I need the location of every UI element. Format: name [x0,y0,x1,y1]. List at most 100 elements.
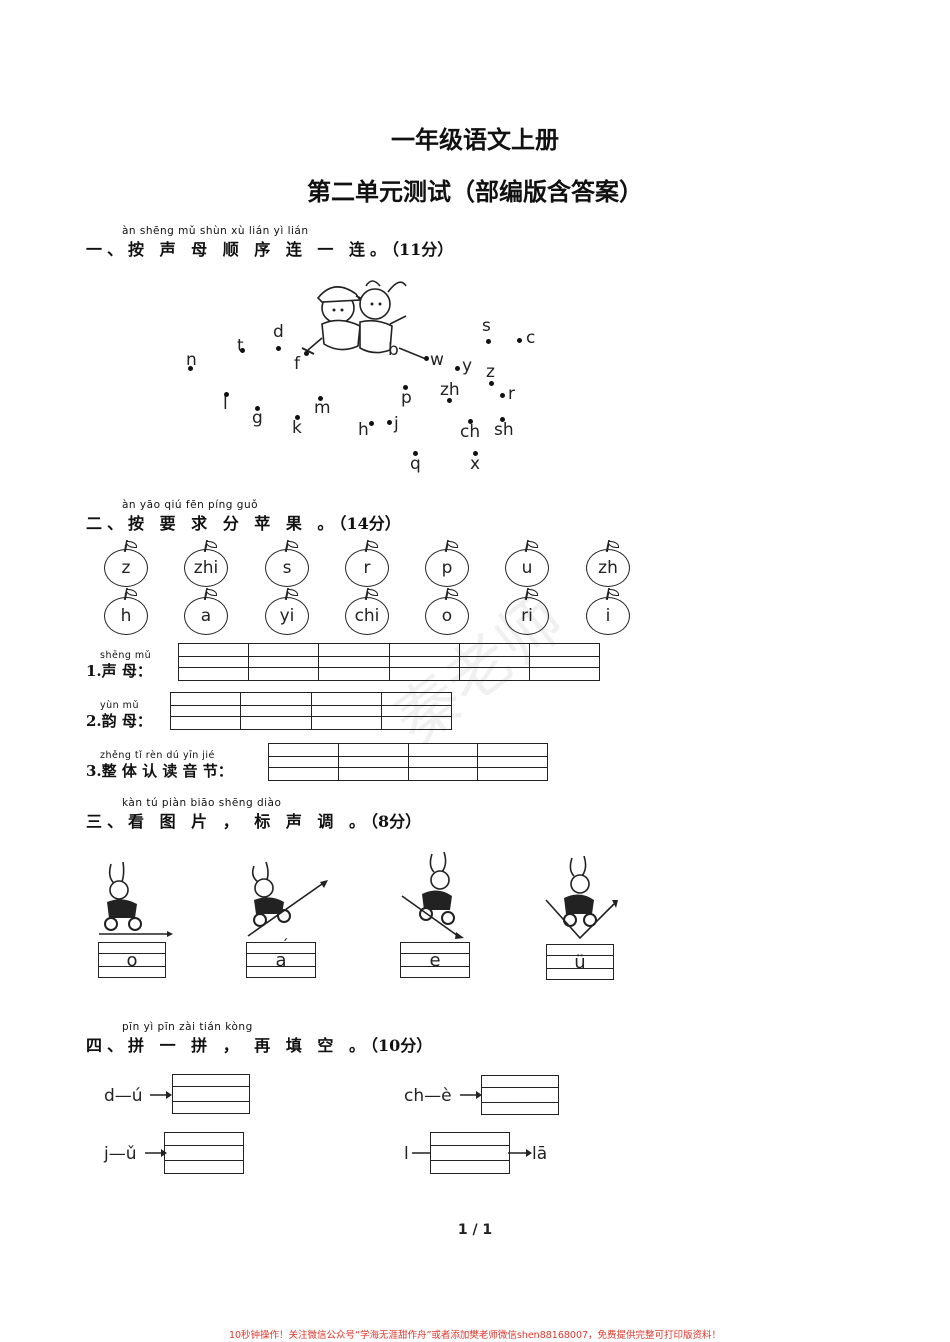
sub3-pinyin: zhěng tǐ rèn dú yīn jié [100,750,215,761]
apple-label: yi [279,606,295,626]
apple[interactable]: ri [505,587,549,635]
apple[interactable]: u [505,539,549,587]
apple[interactable]: zhi [184,539,228,587]
letter-dot [387,420,392,425]
letter-dot [500,417,505,422]
rabbit-dipping-tone-icon [545,856,618,940]
answer-box[interactable] [164,1132,244,1174]
letter-c: c [526,328,536,348]
letter-dot [276,346,281,351]
sub2-pinyin: yùn mǔ [100,700,139,711]
connect-line [412,1152,430,1154]
letter-g: g [252,408,263,428]
letter-dot [318,396,323,401]
letter-l: l [223,394,228,414]
apple[interactable]: s [265,539,309,587]
sub3-label: 3.整 体 认 读 音 节： [86,762,233,780]
answer-grid-initials[interactable] [178,643,600,681]
letter-dot [424,356,429,361]
grid-cell[interactable] [179,644,250,680]
rabbit-falling-tone-icon [401,852,464,939]
letter-d: d [273,322,284,342]
sub1-label: 1.声 母： [86,662,152,680]
section1-label: 一、按 声 母 顺 序 连 一 连。 [86,240,391,259]
arrow-icon [508,1149,532,1157]
rabbit-rising-tone-icon [247,861,328,937]
answer-box[interactable] [481,1075,559,1115]
letter-dot [403,385,408,390]
letter-p: p [401,388,412,408]
grid-cell[interactable] [389,644,460,680]
tone-box[interactable]: ü [546,944,614,980]
apple[interactable]: z [104,539,148,587]
letter-z: z [486,362,495,382]
grid-cell[interactable] [249,644,320,680]
letter-j: j [394,414,399,434]
section2-points: （14分） [338,514,401,533]
apple-label: s [282,558,292,578]
grid-cell[interactable] [408,744,479,780]
section2-heading: 二、按 要 求 分 苹 果 。（14分） [86,510,401,534]
letter-dot [369,421,374,426]
grid-cell[interactable] [269,744,339,780]
grid-cell[interactable] [529,644,600,680]
apple[interactable]: o [425,587,469,635]
letter-dot [500,393,505,398]
letter-ch: ch [460,422,481,442]
letter-q: q [410,454,421,474]
grid-cell[interactable] [478,744,547,780]
answer-grid-whole-syllables[interactable] [268,743,548,781]
letter-sh: sh [494,420,514,440]
apple[interactable]: a [184,587,228,635]
tone-box[interactable]: o [98,942,166,978]
apple[interactable]: zh [586,539,630,587]
tone-box-letter: o [126,949,138,971]
section4-pinyin: pīn yì pīn zài tián kòng [122,1021,253,1033]
tone-box-letter: ü [574,951,586,973]
spell-item-la: lā [532,1144,548,1164]
spell-item-du: d—ú [104,1086,143,1106]
grid-cell[interactable] [171,693,242,729]
grid-cell[interactable] [319,644,390,680]
letter-n: n [186,350,197,370]
grid-cell[interactable] [338,744,409,780]
arrow-icon [460,1091,482,1099]
answer-box[interactable] [172,1074,250,1114]
section3-pinyin: kàn tú piàn biāo shēng diào [122,797,282,809]
apple[interactable]: yi [265,587,309,635]
apple[interactable]: i [586,587,630,635]
answer-box[interactable] [430,1132,510,1174]
section1-pinyin: àn shēng mǔ shùn xù lián yì lián [122,225,309,237]
apple[interactable]: chi [345,587,389,635]
apple[interactable]: r [345,539,389,587]
answer-grid-finals[interactable] [170,692,452,730]
letter-dot [304,351,309,356]
apple[interactable]: h [104,587,148,635]
letter-r: r [508,384,515,404]
letter-dot [295,415,300,420]
grid-cell[interactable] [459,644,530,680]
tone-box[interactable]: e [400,942,470,978]
apple-label: a [200,606,212,626]
grid-cell[interactable] [381,693,451,729]
letter-dot [486,339,491,344]
apple[interactable]: p [425,539,469,587]
grid-cell[interactable] [241,693,312,729]
tone-mark: ˊ [281,937,289,954]
page-title: 一年级语文上册 [391,125,559,154]
letter-dot [468,419,473,424]
section2-label: 二、按 要 求 分 苹 果 。 [86,514,339,533]
section2-pinyin: àn yāo qiú fēn píng guǒ [122,499,259,511]
apple-label: zh [598,558,618,578]
spell-item-l: l [404,1144,409,1164]
letter-t: t [237,336,244,356]
letter-dot [413,451,418,456]
apple-label: r [363,558,371,578]
footer-note: 10秒钟操作！关注微信公众号“学海无涯甜作舟”或者添加樊老师微信shen8816… [228,1330,722,1341]
page-number: 1 / 1 [457,1222,493,1238]
letter-dot [255,406,260,411]
apple-label: u [521,558,533,578]
grid-cell[interactable] [311,693,382,729]
letter-h: h [358,420,369,440]
